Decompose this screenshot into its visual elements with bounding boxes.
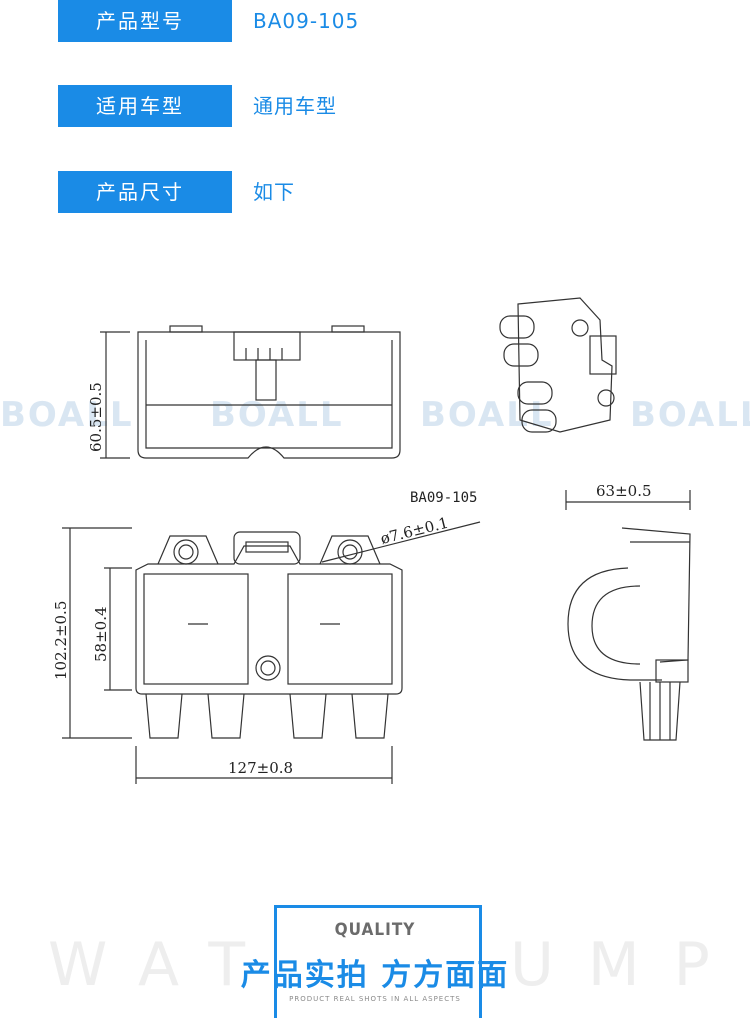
spec-value: 通用车型	[253, 94, 337, 118]
iso-tower	[499, 315, 535, 339]
background-word-right: UMP	[510, 930, 744, 1000]
spec-value: BA09-105	[253, 9, 360, 33]
front-cell-left	[143, 573, 249, 685]
spec-label: 产品型号	[58, 0, 232, 42]
quality-label: QUALITY	[334, 920, 416, 940]
front-connector	[233, 531, 301, 565]
top-view-inner	[145, 340, 393, 449]
watermark-logo: BOALL	[630, 395, 750, 435]
part-label: BA09-105	[410, 490, 477, 506]
mount-hole	[173, 539, 199, 565]
quality-frame	[274, 905, 482, 1018]
center-boss	[255, 655, 281, 681]
background-word-left: WAT	[48, 930, 280, 1000]
front-cell-right	[287, 573, 393, 685]
connector-top	[233, 331, 301, 361]
top-view-boss	[169, 325, 203, 333]
top-view-outline	[137, 331, 401, 459]
quality-subtitle: PRODUCT REAL SHOTS IN ALL ASPECTS	[289, 995, 461, 1003]
iso-tower	[517, 381, 553, 405]
dim-overall-height-label: 102.2±0.5	[52, 601, 70, 680]
side-view-body	[621, 527, 691, 663]
dim-hole-label: ø7.6±0.1	[379, 514, 451, 548]
front-view-outline	[135, 545, 403, 695]
iso-tower	[521, 409, 557, 433]
watermark-logo: BOALL	[0, 395, 134, 435]
iso-tower	[503, 343, 539, 367]
watermark-logo: BOALL	[210, 395, 344, 435]
quality-title: 产品实拍 方方面面	[240, 958, 510, 993]
technical-drawing: 60.5±0.5 BA09-105 ø7.6±0.1 102.2±0.5 58±…	[52, 297, 691, 784]
iso-connector	[589, 335, 617, 375]
iso-view-body	[517, 297, 613, 433]
spec-value: 如下	[253, 180, 295, 204]
side-view-curve	[567, 567, 662, 681]
spec-label: 产品尺寸	[58, 171, 232, 213]
mount-hole	[337, 539, 363, 565]
dim-width-label: 127±0.8	[228, 759, 293, 777]
dim-depth-label: 63±0.5	[596, 482, 652, 500]
dim-inner-height-label: 58±0.4	[92, 606, 110, 662]
watermark-logo: BOALL	[420, 395, 554, 435]
connector-shaft	[255, 359, 277, 401]
spec-label: 适用车型	[58, 85, 232, 127]
dim-height-label: 60.5±0.5	[87, 382, 105, 452]
top-view-boss	[331, 325, 365, 333]
